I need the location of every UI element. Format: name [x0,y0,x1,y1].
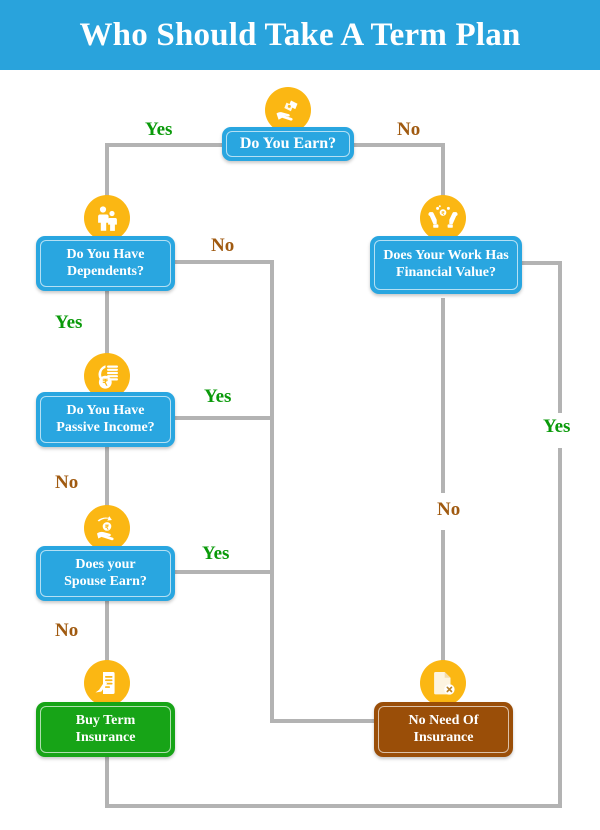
hands-holding-money-icon: ₹ [420,195,466,241]
node-line-1: No Need Of [408,712,479,728]
header-banner: Who Should Take A Term Plan [0,0,600,70]
node-no-need-of-insurance[interactable]: No Need Of Insurance [374,702,513,757]
connector-dependents-to-passive [105,290,109,358]
connector-middle-to-no-need [270,719,385,723]
connector-work-yes-right [520,261,562,265]
connector-middle-trunk [270,260,274,723]
svg-text:₹: ₹ [105,523,110,531]
node-passive-income[interactable]: Do You Have Passive Income? [36,392,175,447]
node-line-1: Does your [75,556,136,572]
connector-passive-yes-right [175,416,274,420]
connector-dependents-no-right [175,260,274,264]
edge-label-spouse-no: No [52,620,82,642]
edge-label-passive-yes: Yes [201,386,235,408]
node-do-you-earn[interactable]: Do You Earn? [222,127,354,161]
edge-label-passive-no: No [52,472,82,494]
page-title: Who Should Take A Term Plan [79,16,521,53]
signed-document-icon [84,660,130,706]
cash-in-hand-icon [265,87,311,133]
node-line-2: Dependents? [66,263,144,279]
edge-label-spouse-yes: Yes [199,543,233,565]
edge-label-work-yes: Yes [540,416,574,438]
coins-stack-icon: ₹ [84,353,130,399]
edge-label-earn-yes: Yes [142,119,176,141]
connector-buy-down [105,755,109,808]
node-label-buy-term-insurance: Buy Term Insurance [68,713,144,746]
connector-earn-to-yes [105,143,225,147]
connector-spouse-to-buy [105,600,109,668]
node-line-2: Spouse Earn? [64,573,147,589]
connector-work-no-down-lower [441,530,445,668]
connector-spouse-yes-right [175,570,274,574]
node-line-2: Insurance [413,729,474,745]
node-line-1: Do You Have [66,402,145,418]
connector-yes-down-dependents [105,143,109,205]
node-line-1: Do You Have [66,246,145,262]
family-icon [84,195,130,241]
svg-text:₹: ₹ [102,378,108,388]
node-buy-term-insurance[interactable]: Buy Term Insurance [36,702,175,757]
node-label-spouse-earn: Does your Spouse Earn? [56,557,155,590]
connector-bottom-loop [105,804,562,808]
node-line-1: Buy Term [75,712,136,728]
node-label-do-you-earn: Do You Earn? [239,134,337,152]
connector-passive-to-spouse [105,446,109,514]
node-line-1: Does Your Work Has [383,248,509,264]
edge-label-work-no: No [434,499,464,521]
edge-label-dependents-no: No [208,235,238,257]
node-label-dependents: Do You Have Dependents? [58,247,152,280]
hand-with-rupee-icon: ₹ [84,505,130,551]
node-line-2: Passive Income? [56,419,155,435]
connector-no-down-work [441,143,445,205]
connector-work-no-down-upper [441,298,445,493]
node-line-2: Financial Value? [396,265,496,280]
connector-earn-to-no [350,143,445,147]
edge-label-dependents-yes: Yes [52,312,86,334]
node-dependents[interactable]: Do You Have Dependents? [36,236,175,291]
edge-label-earn-no: No [394,119,424,141]
svg-text:₹: ₹ [441,211,445,217]
node-label-work-financial-value: Does Your Work Has Financial Value? [375,248,516,281]
node-work-financial-value[interactable]: Does Your Work Has Financial Value? [370,236,522,294]
node-label-passive-income: Do You Have Passive Income? [48,403,162,436]
node-line-2: Insurance [75,729,136,745]
document-cancel-icon [420,660,466,706]
connector-work-yes-down-lower [558,448,562,808]
node-label-no-need-of-insurance: No Need Of Insurance [401,713,487,746]
connector-work-yes-down-upper [558,261,562,413]
node-spouse-earn[interactable]: Does your Spouse Earn? [36,546,175,601]
